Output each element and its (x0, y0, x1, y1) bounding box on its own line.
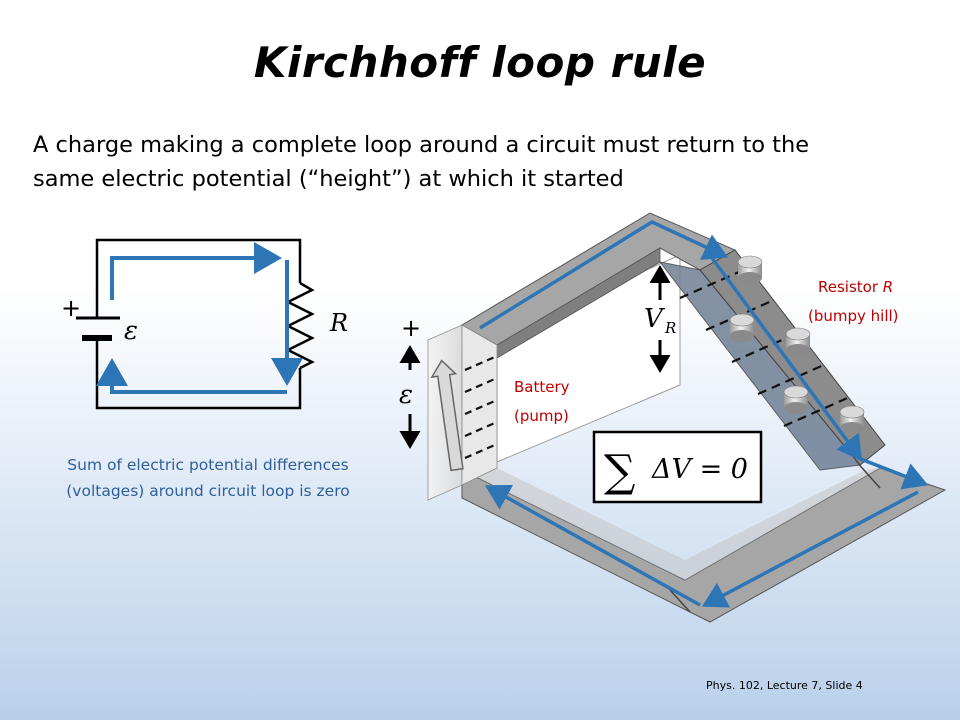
bottom-track-inner (462, 468, 880, 580)
vr-label: V (644, 304, 665, 334)
model-current-arrows (479, 220, 929, 608)
bump (785, 327, 811, 356)
resistor-model-label: Resistor R (818, 278, 893, 296)
bump (783, 385, 809, 414)
note-line-2: (voltages) around circuit loop is zero (66, 482, 350, 500)
emf-height-arrow: + ε (399, 314, 421, 449)
model-plus-label: + (401, 314, 421, 342)
battery-pump (427, 324, 498, 501)
kirchhoff-equation: ∑ ΔV = 0 (592, 430, 763, 504)
current-arrow (701, 490, 919, 608)
vr-subscript: R (664, 319, 676, 337)
current-arrow (857, 456, 929, 490)
slide-footer: Phys. 102, Lecture 7, Slide 4 (706, 679, 863, 692)
current-arrow (710, 256, 863, 461)
battery-label: Battery (514, 378, 570, 396)
circuit-wire (95, 338, 302, 410)
subtitle-line-1: A charge making a complete loop around a… (33, 132, 810, 158)
emf-label: ε (124, 316, 138, 346)
current-arrow (484, 484, 701, 607)
ramp-bumps (729, 255, 865, 434)
vr-height-arrow: V R (644, 265, 676, 373)
current-arrow (479, 220, 729, 330)
model-emf-label: ε (399, 380, 413, 410)
schematic-circuit: + ε R (61, 238, 348, 410)
slide-title: Kirchhoff loop rule (253, 38, 707, 87)
resistor-symbol (285, 281, 315, 370)
resistor-label: R (329, 309, 348, 337)
sum-note: Sum of electric potential differences (v… (28, 452, 388, 504)
summation-symbol: ∑ (604, 446, 635, 497)
current-arrow (110, 242, 282, 300)
bump (839, 405, 865, 434)
subtitle-line-2: same electric potential (“height”) at wh… (33, 166, 624, 192)
bump (737, 255, 763, 284)
circuit-wire (95, 238, 302, 318)
current-arrow (96, 358, 287, 394)
track-seam (669, 589, 691, 613)
pump-front-face (461, 324, 498, 486)
pump-ridges (464, 354, 498, 460)
equation-body: ΔV = 0 (651, 454, 748, 485)
resistor-model-sublabel: (bumpy hill) (808, 307, 899, 325)
note-line-1: Sum of electric potential differences (67, 456, 349, 474)
gravitational-analogy-model: V R + ε Battery (pump) Resistor R (bumpy… (399, 212, 947, 623)
pump-up-arrow (430, 359, 464, 472)
battery-plus-label: + (61, 294, 81, 322)
slide-subtitle: A charge making a complete loop around a… (33, 128, 933, 196)
battery-sublabel: (pump) (514, 407, 569, 425)
bump (729, 313, 755, 342)
resistor-ramp-side (658, 261, 861, 471)
